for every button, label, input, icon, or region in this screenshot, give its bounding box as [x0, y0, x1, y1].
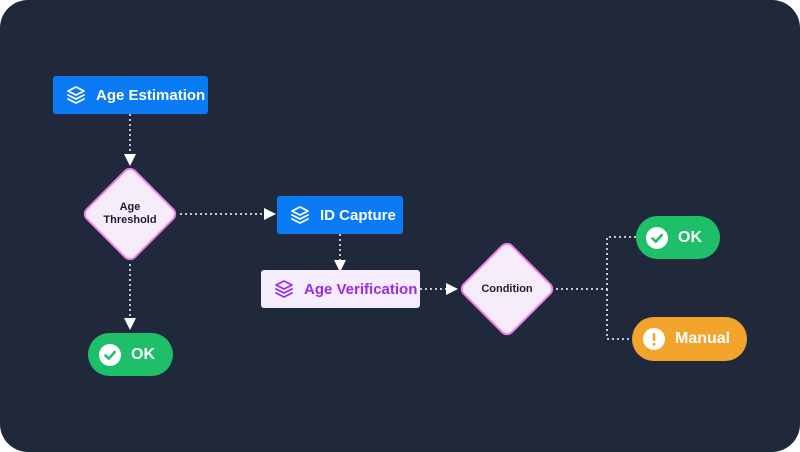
- layers-icon: [274, 279, 294, 299]
- check-circle-icon: [646, 226, 668, 249]
- age-estimation-node[interactable]: Age Estimation: [53, 76, 208, 114]
- condition-label-text: Condition: [481, 282, 533, 295]
- layers-icon: [290, 205, 310, 225]
- ok-outcome-right[interactable]: OK: [636, 216, 720, 259]
- condition-label: Condition: [457, 239, 557, 339]
- connector-condition-to-ok: [556, 236, 636, 290]
- manual-outcome[interactable]: Manual: [632, 317, 747, 361]
- age-threshold-label-line1: Age: [119, 201, 141, 213]
- id-capture-node[interactable]: ID Capture: [277, 196, 403, 234]
- exclamation-circle-icon: [643, 328, 665, 350]
- ok-left-label: OK: [131, 345, 155, 363]
- age-threshold-label-line2: Threshold: [103, 214, 157, 226]
- check-circle-icon: [99, 343, 121, 366]
- manual-label: Manual: [675, 330, 731, 347]
- age-threshold-decision[interactable]: Age Threshold: [80, 164, 180, 264]
- layers-icon: [66, 85, 86, 105]
- ok-right-label: OK: [678, 228, 702, 246]
- age-verification-node[interactable]: Age Verification: [261, 270, 420, 308]
- ok-outcome-left[interactable]: OK: [88, 333, 173, 376]
- condition-decision[interactable]: Condition: [457, 239, 557, 339]
- connector-condition-to-manual: [606, 289, 632, 340]
- age-estimation-label: Age Estimation: [96, 86, 206, 104]
- age-verification-label: Age Verification: [304, 280, 418, 298]
- age-threshold-label: Age Threshold: [80, 164, 180, 264]
- id-capture-label: ID Capture: [320, 206, 396, 224]
